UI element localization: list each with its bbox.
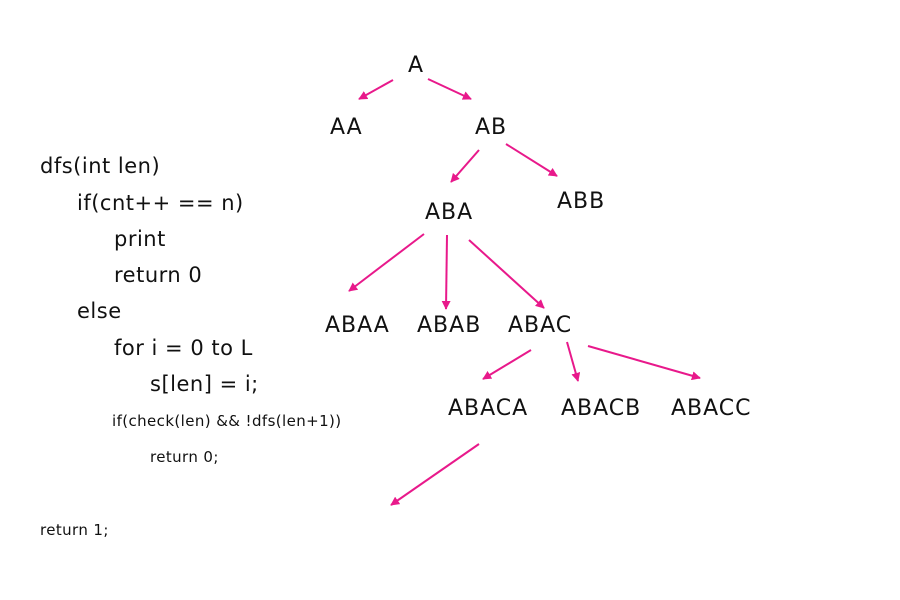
tree-node-ABACA: ABACA [448, 396, 529, 421]
tree-node-ABAC: ABAC [508, 313, 573, 338]
code-line-for-loop: for i = 0 to L [114, 336, 253, 360]
edge-A-AB [427, 78, 472, 100]
tree-node-ABA: ABA [425, 200, 474, 225]
code-line-dfs-signature: dfs(int len) [40, 154, 161, 178]
tree-node-AB: AB [475, 115, 508, 140]
tree-node-ABAA: ABAA [325, 313, 390, 338]
code-line-if-cnt: if(cnt++ == n) [77, 191, 244, 215]
code-line-if-check: if(check(len) && !dfs(len+1)) [112, 412, 342, 430]
edge-AB-ABB [505, 143, 558, 177]
edge-A-AA [358, 79, 394, 100]
code-line-print: print [114, 227, 166, 251]
edge-ABAC-ABACB [566, 341, 581, 382]
tree-node-AA: AA [330, 115, 363, 140]
tree-node-ABB: ABB [557, 189, 606, 214]
edge-ABA-ABAA [348, 233, 425, 292]
edge-ABACA-continuation [390, 443, 480, 506]
tree-node-ABAB: ABAB [417, 313, 482, 338]
code-line-assign: s[len] = i; [150, 372, 259, 396]
edge-ABAC-ABACA [482, 349, 532, 380]
edge-ABA-ABAB [441, 234, 451, 310]
edge-AB-ABA [450, 149, 480, 183]
edge-ABA-ABAC [468, 239, 545, 309]
edge-ABAC-ABACC [587, 345, 701, 381]
code-line-return-0: return 0 [114, 263, 203, 287]
tree-node-A: A [408, 53, 425, 78]
tree-node-ABACC: ABACC [671, 396, 752, 421]
code-line-return-0-inner: return 0; [150, 448, 219, 466]
code-line-return-1: return 1; [40, 521, 109, 539]
code-line-else: else [77, 299, 122, 323]
tree-node-ABACB: ABACB [561, 396, 642, 421]
